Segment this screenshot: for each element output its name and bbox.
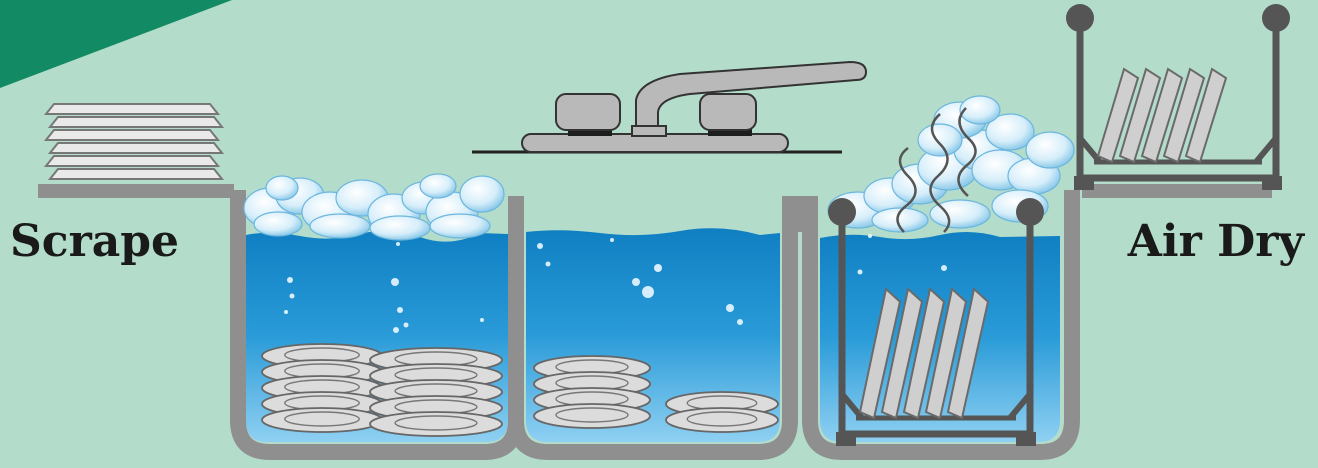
steam-icon	[896, 107, 977, 233]
sink-basin	[230, 190, 1080, 460]
bubble	[284, 310, 288, 314]
rack-foot	[1016, 432, 1036, 446]
foam-bubble	[369, 215, 431, 241]
rinse-sink-plates	[533, 355, 779, 433]
bubble	[642, 286, 654, 298]
bubble	[397, 307, 403, 313]
wash-foam-icon	[243, 173, 505, 241]
stacked-plate	[43, 103, 221, 115]
bubble	[868, 234, 872, 238]
rack-frame	[1076, 28, 1280, 182]
plate-rim	[394, 415, 478, 431]
scrape-label: Scrape	[10, 216, 180, 267]
rack-dish	[858, 287, 902, 420]
rack-dish	[924, 287, 968, 420]
rack-knob	[1016, 198, 1044, 226]
foam-bubble	[929, 199, 991, 229]
rack-foot	[836, 432, 856, 446]
stacked-plate	[43, 129, 221, 141]
bubble	[537, 243, 543, 249]
foam-bubble	[419, 173, 457, 199]
plate	[533, 403, 651, 429]
dish-rack-icon	[828, 198, 1044, 446]
bubble	[545, 261, 551, 267]
rack-dish	[1184, 67, 1228, 164]
plate-rim	[284, 411, 360, 427]
faucet-icon	[472, 60, 868, 154]
rack-foot	[1262, 176, 1282, 190]
rack-dish	[1162, 67, 1206, 164]
water-bubbles	[284, 234, 947, 333]
rack-dish	[902, 287, 946, 420]
rack-brace	[839, 392, 865, 420]
rack-brace	[1253, 136, 1279, 164]
foam-bubble	[309, 213, 371, 239]
rack-dish	[1118, 67, 1162, 164]
bubble	[632, 278, 640, 286]
bubble	[941, 265, 947, 271]
bubble	[289, 293, 295, 299]
bubble	[480, 318, 484, 322]
bubble	[726, 304, 734, 312]
bubble	[737, 319, 743, 325]
corner-banner	[0, 0, 232, 88]
rack-knob	[828, 198, 856, 226]
foam-bubble	[1025, 131, 1075, 169]
bubble	[857, 269, 863, 275]
foam-bubble	[459, 175, 505, 213]
plate-stack-icon	[43, 103, 225, 180]
sanitize-foam-icon	[827, 95, 1075, 233]
air-dry-label: Air Dry	[1127, 216, 1304, 267]
foam-bubble	[985, 113, 1035, 151]
rack-dish	[1140, 67, 1184, 164]
stacked-plate	[47, 116, 225, 128]
foam-bubble	[265, 175, 299, 201]
drying-rack-icon	[1066, 4, 1290, 190]
foam-bubble	[429, 213, 491, 239]
bubble	[654, 264, 662, 272]
rack-foot	[1074, 176, 1094, 190]
plate	[665, 407, 779, 433]
stacked-plate	[43, 155, 221, 167]
rack-dish	[1096, 67, 1140, 164]
plate-rim	[555, 407, 629, 423]
rack-brace	[1007, 392, 1033, 420]
foam-bubble	[917, 123, 963, 157]
rack-dish	[946, 287, 990, 420]
rack-knob	[1066, 4, 1094, 32]
foam-bubble	[253, 211, 303, 237]
bubble	[287, 277, 293, 283]
stacked-plate	[47, 142, 225, 154]
bubble	[391, 278, 399, 286]
rack-dish	[880, 287, 924, 420]
plate	[369, 411, 503, 437]
wash-sink-plates	[261, 343, 503, 437]
bubble	[403, 322, 409, 328]
rack-knob	[1262, 4, 1290, 32]
bubble	[393, 327, 399, 333]
foam-bubble	[959, 95, 1001, 125]
bubble	[610, 238, 614, 242]
rack-brace	[1077, 136, 1103, 164]
counter-drainboards	[38, 184, 1272, 198]
foam-bubble	[871, 207, 929, 233]
stacked-plate	[47, 168, 225, 180]
bubble	[396, 242, 400, 246]
rack-frame	[838, 222, 1034, 438]
plate-rim	[686, 411, 758, 427]
